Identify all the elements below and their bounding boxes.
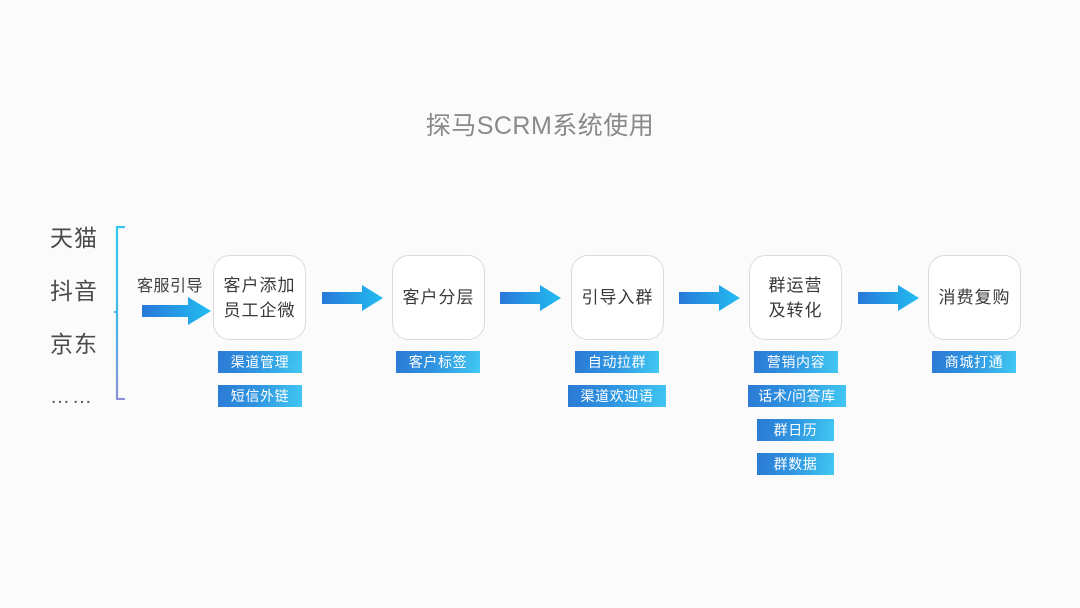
stage-label: 群运营	[768, 275, 823, 295]
feature-tag[interactable]: 自动拉群	[575, 351, 659, 373]
stage-label: 消费复购	[938, 288, 1011, 307]
feature-tag[interactable]: 渠道管理	[218, 351, 302, 373]
feature-tag[interactable]: 客户标签	[396, 351, 480, 373]
source-item: 京东	[50, 331, 98, 357]
arrow-icon-1	[322, 285, 383, 311]
arrow-icon-0	[142, 297, 211, 325]
page-title: 探马SCRM系统使用	[425, 112, 655, 140]
feature-tag[interactable]: 群日历	[757, 419, 834, 441]
feature-tag[interactable]: 话术/问答库	[748, 385, 846, 407]
feature-tag[interactable]: 渠道欢迎语	[568, 385, 666, 407]
source-item: 天猫	[50, 225, 98, 251]
stage-box-5[interactable]: 消费复购	[928, 255, 1021, 340]
stage-label: 及转化	[768, 300, 823, 320]
stage-label: 客户分层	[402, 288, 475, 307]
stage-box-2[interactable]: 客户分层	[392, 255, 485, 340]
arrow-icon-2	[500, 285, 561, 311]
arrow-icon-4	[858, 285, 919, 311]
source-channel-list: 天猫 抖音 京东 ……	[50, 226, 112, 409]
stage-box-4[interactable]: 群运营 及转化	[749, 255, 842, 340]
source-item-ellipsis: ……	[50, 386, 94, 408]
feature-tag[interactable]: 短信外链	[218, 385, 302, 407]
feature-tag[interactable]: 群数据	[757, 453, 834, 475]
arrow-icon-3	[679, 285, 740, 311]
connector-label-intake: 客服引导	[137, 278, 204, 295]
stage-label: 员工企微	[223, 300, 296, 320]
stage-label: 引导入群	[581, 288, 654, 307]
stage-label: 客户添加	[223, 275, 296, 295]
curly-brace-icon	[114, 226, 126, 400]
source-item: 抖音	[50, 278, 98, 304]
stage-box-3[interactable]: 引导入群	[571, 255, 664, 340]
stage-box-1[interactable]: 客户添加 员工企微	[213, 255, 306, 340]
feature-tag[interactable]: 营销内容	[754, 351, 838, 373]
feature-tag[interactable]: 商城打通	[932, 351, 1016, 373]
